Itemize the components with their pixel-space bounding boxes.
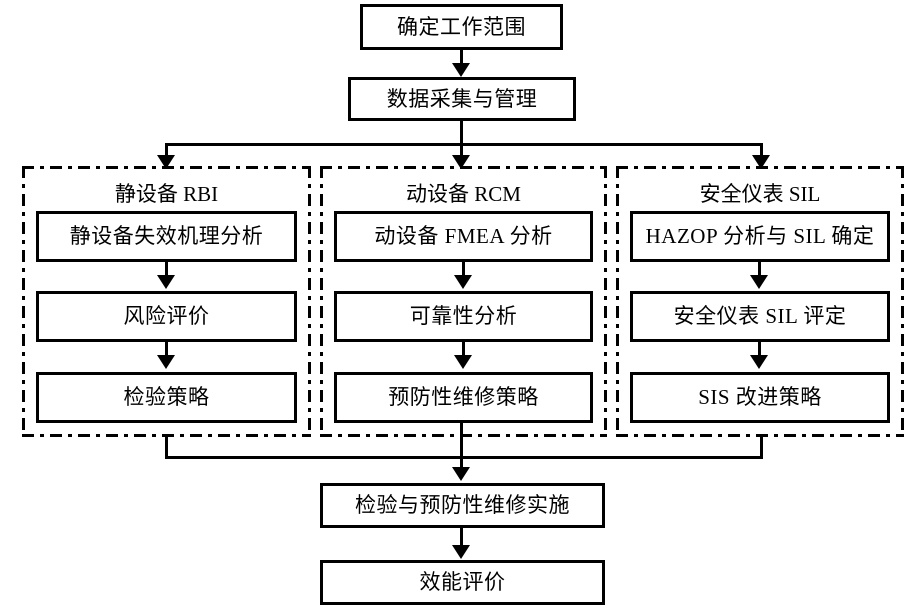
arrowhead-rcm-2-3 <box>454 355 472 369</box>
connector-fanout-bus <box>165 143 763 146</box>
connector-merge-rcm <box>460 423 463 470</box>
group-rbi-step-3[interactable]: 检验策略 <box>36 372 297 423</box>
arrowhead-branch-rcm <box>452 155 470 169</box>
group-rbi-title: 静设备 RBI <box>114 182 219 206</box>
connector-data-stem <box>460 121 463 145</box>
group-sil-title: 安全仪表 SIL <box>699 182 821 206</box>
connector-sil-1-2 <box>758 262 761 279</box>
group-rbi-step-2-label: 风险评价 <box>123 304 210 328</box>
group-rbi-step-1[interactable]: 静设备失效机理分析 <box>36 211 297 262</box>
group-rbi-step-3-label: 检验策略 <box>123 385 210 409</box>
node-implement-label: 检验与预防性维修实施 <box>355 493 570 517</box>
group-sil-step-3[interactable]: SIS 改进策略 <box>630 372 890 423</box>
group-sil-step-1-label: HAZOP 分析与 SIL 确定 <box>645 224 875 248</box>
connector-scope-to-data <box>460 50 463 70</box>
node-data-collection[interactable]: 数据采集与管理 <box>348 77 576 121</box>
connector-rcm-2-3 <box>462 342 465 359</box>
arrowhead-branch-rbi <box>157 155 175 169</box>
group-rcm-step-2[interactable]: 可靠性分析 <box>334 291 593 342</box>
connector-rcm-1-2 <box>462 262 465 279</box>
arrowhead-rbi-1-2 <box>157 275 175 289</box>
group-rcm-step-3[interactable]: 预防性维修策略 <box>334 372 593 423</box>
arrowhead-scope-to-data <box>452 63 470 77</box>
arrowhead-sil-1-2 <box>750 275 768 289</box>
connector-implement-to-evaluate <box>460 528 463 548</box>
group-sil-step-2-label: 安全仪表 SIL 评定 <box>673 304 847 328</box>
arrowhead-implement-to-evaluate <box>452 545 470 559</box>
arrowhead-rbi-2-3 <box>157 355 175 369</box>
arrowhead-rcm-1-2 <box>454 275 472 289</box>
connector-fanin-bus <box>165 456 763 459</box>
connector-branch-rcm <box>460 143 463 159</box>
arrowhead-branch-sil <box>752 155 770 169</box>
connector-rbi-2-3 <box>165 342 168 359</box>
node-evaluate-label: 效能评价 <box>419 570 506 594</box>
group-rbi-step-1-label: 静设备失效机理分析 <box>69 224 264 248</box>
node-evaluate[interactable]: 效能评价 <box>320 560 605 605</box>
connector-branch-sil <box>760 143 763 159</box>
group-rcm-title: 动设备 RCM <box>406 182 521 206</box>
group-sil-step-2[interactable]: 安全仪表 SIL 评定 <box>630 291 890 342</box>
arrowhead-to-implement <box>452 467 470 481</box>
group-sil-step-3-label: SIS 改进策略 <box>698 385 822 409</box>
group-rcm-step-2-label: 可靠性分析 <box>409 304 518 328</box>
connector-rbi-1-2 <box>165 262 168 279</box>
group-rcm-step-1-label: 动设备 FMEA 分析 <box>374 224 553 248</box>
group-sil-step-1[interactable]: HAZOP 分析与 SIL 确定 <box>630 211 890 262</box>
node-scope-label: 确定工作范围 <box>397 14 526 39</box>
connector-sil-2-3 <box>758 342 761 359</box>
node-data-collection-label: 数据采集与管理 <box>386 86 538 111</box>
node-implement[interactable]: 检验与预防性维修实施 <box>320 483 605 528</box>
connector-branch-rbi <box>165 143 168 159</box>
node-scope[interactable]: 确定工作范围 <box>360 4 563 50</box>
group-rbi-step-2[interactable]: 风险评价 <box>36 291 297 342</box>
arrowhead-sil-2-3 <box>750 355 768 369</box>
connector-merge-sil <box>760 437 763 458</box>
group-rcm-step-3-label: 预防性维修策略 <box>388 385 539 409</box>
connector-merge-rbi <box>165 437 168 458</box>
group-rcm-step-1[interactable]: 动设备 FMEA 分析 <box>334 211 593 262</box>
